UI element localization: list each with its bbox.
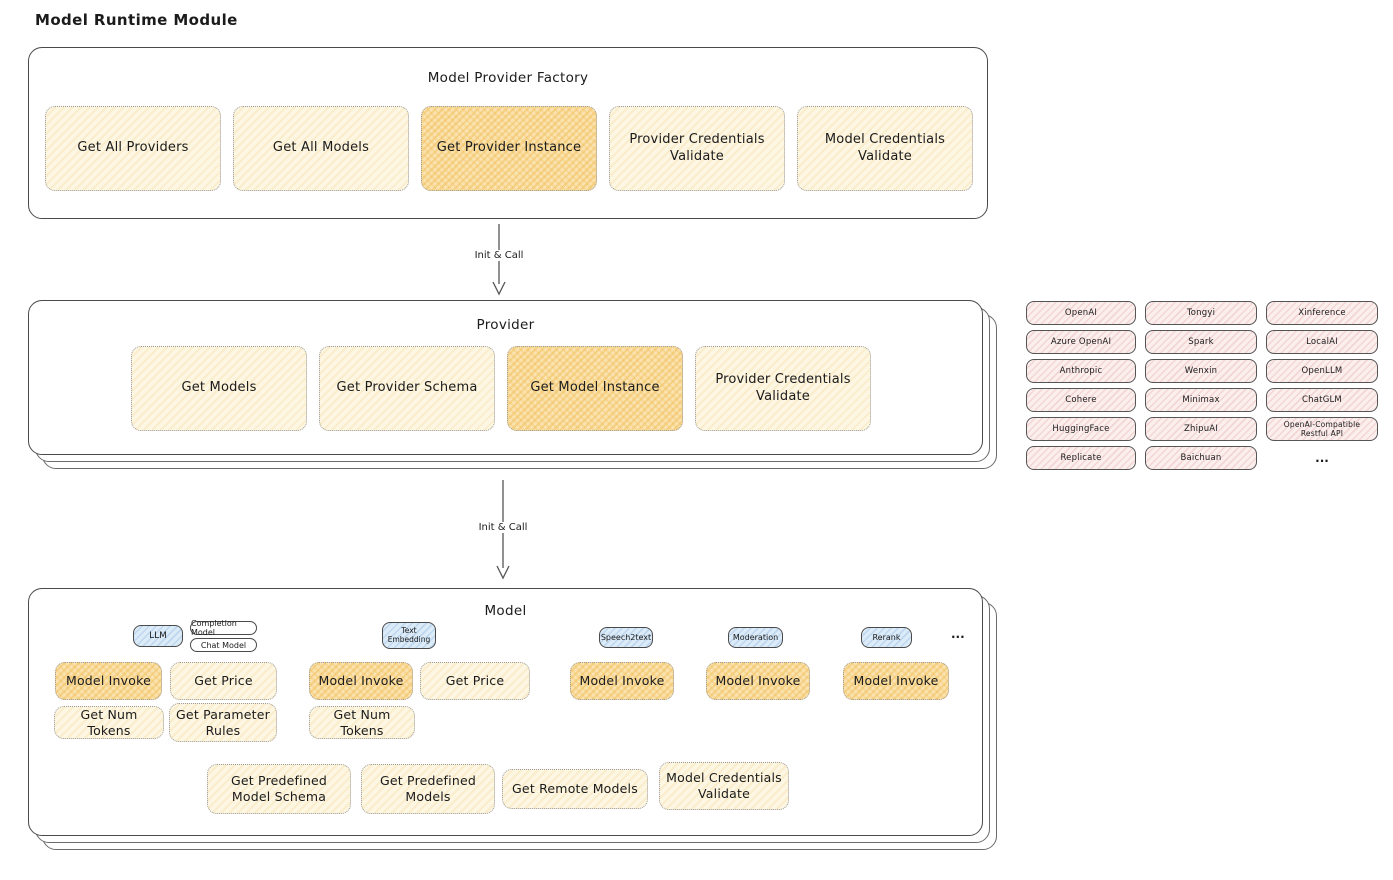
provider-chip-13: ZhipuAI (1145, 417, 1257, 441)
badge-completion-model: Completion Model (190, 619, 257, 637)
factory-panel: Model Provider Factory Get All Providers… (28, 47, 988, 219)
badge-speech2text: Speech2text (599, 627, 653, 648)
factory-button-1: Get All Models (233, 106, 409, 191)
get-num-tokens-button-text-embedding: Get Num Tokens (309, 706, 415, 739)
badge-moderation: Moderation (728, 627, 783, 648)
badge-rerank: Rerank (861, 627, 912, 648)
provider-chip-6: Anthropic (1026, 359, 1136, 383)
model-credentials-validate-button: Model Credentials Validate (659, 762, 789, 810)
provider-chip-16: Baichuan (1145, 446, 1257, 470)
badge-llm: LLM (133, 625, 183, 647)
page-title: Model Runtime Module (35, 11, 238, 29)
factory-button-0: Get All Providers (45, 106, 221, 191)
provider-chip-9: Cohere (1026, 388, 1136, 412)
provider-chip-15: Replicate (1026, 446, 1136, 470)
get-num-tokens-button-llm: Get Num Tokens (54, 706, 164, 739)
provider-panel-title: Provider (476, 317, 535, 333)
badge-chat-model: Chat Model (190, 638, 257, 652)
provider-button-3: Provider Credentials Validate (695, 346, 871, 431)
provider-button-2: Get Model Instance (507, 346, 683, 431)
provider-chip-8: OpenLLM (1266, 359, 1378, 383)
get-parameter-rules-button: Get Parameter Rules (169, 703, 277, 742)
provider-button-1: Get Provider Schema (319, 346, 495, 431)
factory-button-2: Get Provider Instance (421, 106, 597, 191)
model-invoke-button-moderation: Model Invoke (706, 662, 810, 700)
model-invoke-button-llm: Model Invoke (55, 662, 162, 700)
provider-chip-5: LocalAI (1266, 330, 1378, 354)
provider-button-0: Get Models (131, 346, 307, 431)
get-remote-models-button: Get Remote Models (502, 769, 648, 809)
arrow2-label: Init & Call (474, 522, 532, 533)
provider-chip-7: Wenxin (1145, 359, 1257, 383)
get-price-button-llm: Get Price (170, 662, 277, 700)
arrow-factory-to-provider: Init & Call (469, 224, 529, 296)
arrow1-label: Init & Call (470, 250, 528, 261)
provider-chip-2: Xinference (1266, 301, 1378, 325)
provider-chip-0: OpenAI (1026, 301, 1136, 325)
provider-list-more-ellipsis: ... (1315, 451, 1329, 465)
model-panel: Model LLM Completion Model Chat Model Te… (28, 588, 983, 836)
arrow-provider-to-model: Init & Call (473, 480, 533, 580)
provider-chip-3: Azure OpenAI (1026, 330, 1136, 354)
badge-text-embedding: Text Embedding (382, 622, 436, 649)
model-invoke-button-speech2text: Model Invoke (570, 662, 674, 700)
provider-chip-1: Tongyi (1145, 301, 1257, 325)
provider-chip-12: HuggingFace (1026, 417, 1136, 441)
model-invoke-button-rerank: Model Invoke (843, 662, 949, 700)
model-panel-title: Model (484, 603, 527, 619)
model-panel-stack: Model LLM Completion Model Chat Model Te… (28, 588, 997, 850)
factory-button-3: Provider Credentials Validate (609, 106, 785, 191)
provider-chip-10: Minimax (1145, 388, 1257, 412)
provider-chip-11: ChatGLM (1266, 388, 1378, 412)
provider-chip-14: OpenAI-Compatible Restful API (1266, 417, 1378, 441)
badge-more-ellipsis: ... (951, 627, 965, 641)
factory-button-4: Model Credentials Validate (797, 106, 973, 191)
get-predefined-models-button: Get Predefined Models (361, 764, 495, 814)
model-invoke-button-text-embedding: Model Invoke (309, 662, 413, 700)
get-price-button-text-embedding: Get Price (420, 662, 530, 700)
provider-chip-4: Spark (1145, 330, 1257, 354)
get-predefined-model-schema-button: Get Predefined Model Schema (207, 764, 351, 814)
factory-panel-title: Model Provider Factory (427, 70, 589, 86)
